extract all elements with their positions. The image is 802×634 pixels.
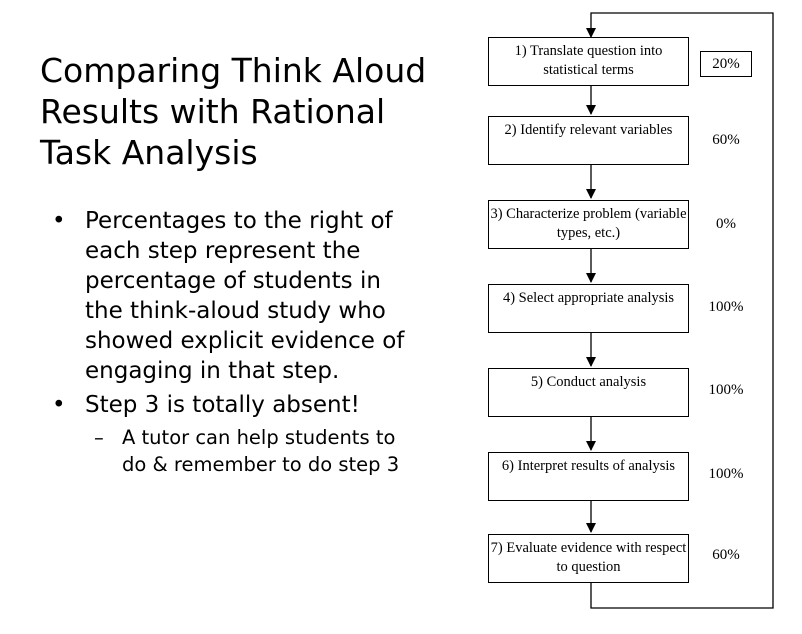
bullet-dot: • bbox=[52, 208, 66, 234]
bullet-text: Percentages to the right of each step re… bbox=[85, 208, 405, 384]
step-box-5: 5) Conduct analysis bbox=[488, 368, 689, 417]
sub-bullet-item: – A tutor can help students to do & reme… bbox=[52, 424, 412, 478]
bullet-item: • Step 3 is totally absent! bbox=[52, 390, 412, 420]
step-label: 1) Translate question into statistical t… bbox=[514, 43, 663, 78]
step-3-percent: 0% bbox=[716, 216, 736, 232]
step-label: 6) Interpret results of analysis bbox=[501, 458, 676, 474]
step-label: 3) Characterize problem (variable types,… bbox=[490, 206, 687, 241]
step-5-percent: 100% bbox=[708, 382, 744, 398]
step-6-percent: 100% bbox=[708, 466, 744, 482]
step-2-percent: 60% bbox=[712, 132, 740, 148]
bullet-item: • Percentages to the right of each step … bbox=[52, 206, 412, 386]
step-label: 2) Identify relevant variables bbox=[504, 122, 673, 138]
slide-title: Comparing Think Aloud Results with Ratio… bbox=[40, 51, 427, 172]
bullet-dot: • bbox=[52, 392, 66, 418]
sub-bullet-text: A tutor can help students to do & rememb… bbox=[122, 426, 400, 476]
step-label: 5) Conduct analysis bbox=[530, 374, 647, 390]
step-label: 7) Evaluate evidence with respect to que… bbox=[490, 540, 687, 575]
step-box-7: 7) Evaluate evidence with respect to que… bbox=[488, 534, 689, 583]
step-box-4: 4) Select appropriate analysis bbox=[488, 284, 689, 333]
loop-back-line bbox=[586, 12, 774, 609]
step-1-percent: 20% bbox=[700, 51, 752, 77]
step-box-1: 1) Translate question into statistical t… bbox=[488, 37, 689, 86]
step-7-percent: 60% bbox=[712, 547, 740, 563]
bullet-list: • Percentages to the right of each step … bbox=[52, 206, 412, 478]
step-box-2: 2) Identify relevant variables bbox=[488, 116, 689, 165]
step-label: 4) Select appropriate analysis bbox=[502, 290, 675, 306]
step-box-3: 3) Characterize problem (variable types,… bbox=[488, 200, 689, 249]
bullet-text: Step 3 is totally absent! bbox=[85, 392, 360, 418]
step-4-percent: 100% bbox=[708, 299, 744, 315]
step-box-6: 6) Interpret results of analysis bbox=[488, 452, 689, 501]
sub-bullet-dash: – bbox=[94, 426, 104, 449]
